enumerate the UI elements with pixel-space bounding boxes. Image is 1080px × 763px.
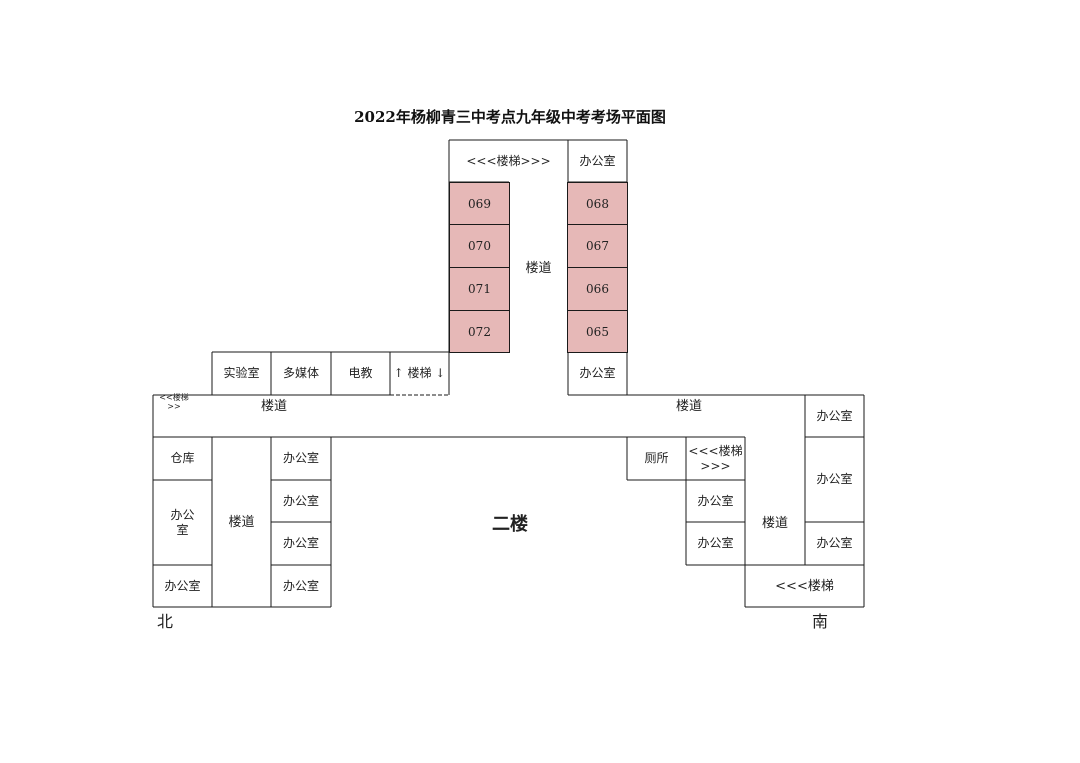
office-right-1: 办公室: [697, 493, 734, 508]
north-label: 北: [156, 611, 173, 631]
office-left-3: 办公室: [282, 536, 319, 550]
stairs-left-small: <<楼梯>>: [159, 393, 189, 411]
av-room: 电教: [348, 366, 373, 380]
top-stairs: <<<楼梯>>>: [466, 153, 551, 168]
exam-room-071: 071: [449, 267, 510, 311]
office-right-top: 办公室: [816, 408, 853, 423]
exam-room-070: 070: [449, 224, 510, 268]
office-left-1: 办公室: [282, 451, 319, 465]
toilet: 厕所: [644, 451, 669, 465]
corridor-top-wing: 楼道: [525, 260, 552, 276]
exam-room-069: 069: [449, 182, 510, 225]
stairs-bottom: <<<楼梯: [775, 578, 834, 594]
office-left-4: 办公室: [282, 578, 319, 593]
lab-room: 实验室: [223, 366, 260, 380]
exam-room-066: 066: [567, 267, 628, 311]
floor-label: 二楼: [492, 513, 528, 535]
office-top: 办公室: [579, 153, 616, 168]
office-left-bottom: 办公室: [164, 578, 201, 593]
exam-room-068: 068: [567, 182, 628, 225]
corridor-main-right: 楼道: [675, 398, 702, 414]
office-top-wing-bottom: 办公室: [579, 366, 616, 380]
storage-room: 仓库: [170, 451, 195, 465]
south-label: 南: [811, 611, 828, 631]
corridor-right-vertical: 楼道: [761, 515, 788, 531]
corridor-left-vertical: 楼道: [228, 514, 255, 530]
exam-room-072: 072: [449, 310, 510, 353]
floor-plan-title: 2022年杨柳青三中考点九年级中考考场平面图: [354, 108, 666, 126]
office-left-tall: 办公 室: [170, 507, 195, 537]
stairs-mid: ↑ 楼梯 ↓: [393, 366, 446, 380]
office-right-bottom: 办公室: [816, 536, 853, 550]
stairs-right: <<<楼梯 >>>: [688, 443, 743, 473]
office-right-tall: 办公室: [816, 472, 853, 486]
exam-room-065: 065: [567, 310, 628, 353]
corridor-main-left: 楼道: [260, 398, 287, 414]
office-left-2: 办公室: [282, 493, 319, 508]
exam-room-067: 067: [567, 224, 628, 268]
office-right-2: 办公室: [697, 536, 734, 550]
multimedia-room: 多媒体: [282, 366, 319, 380]
